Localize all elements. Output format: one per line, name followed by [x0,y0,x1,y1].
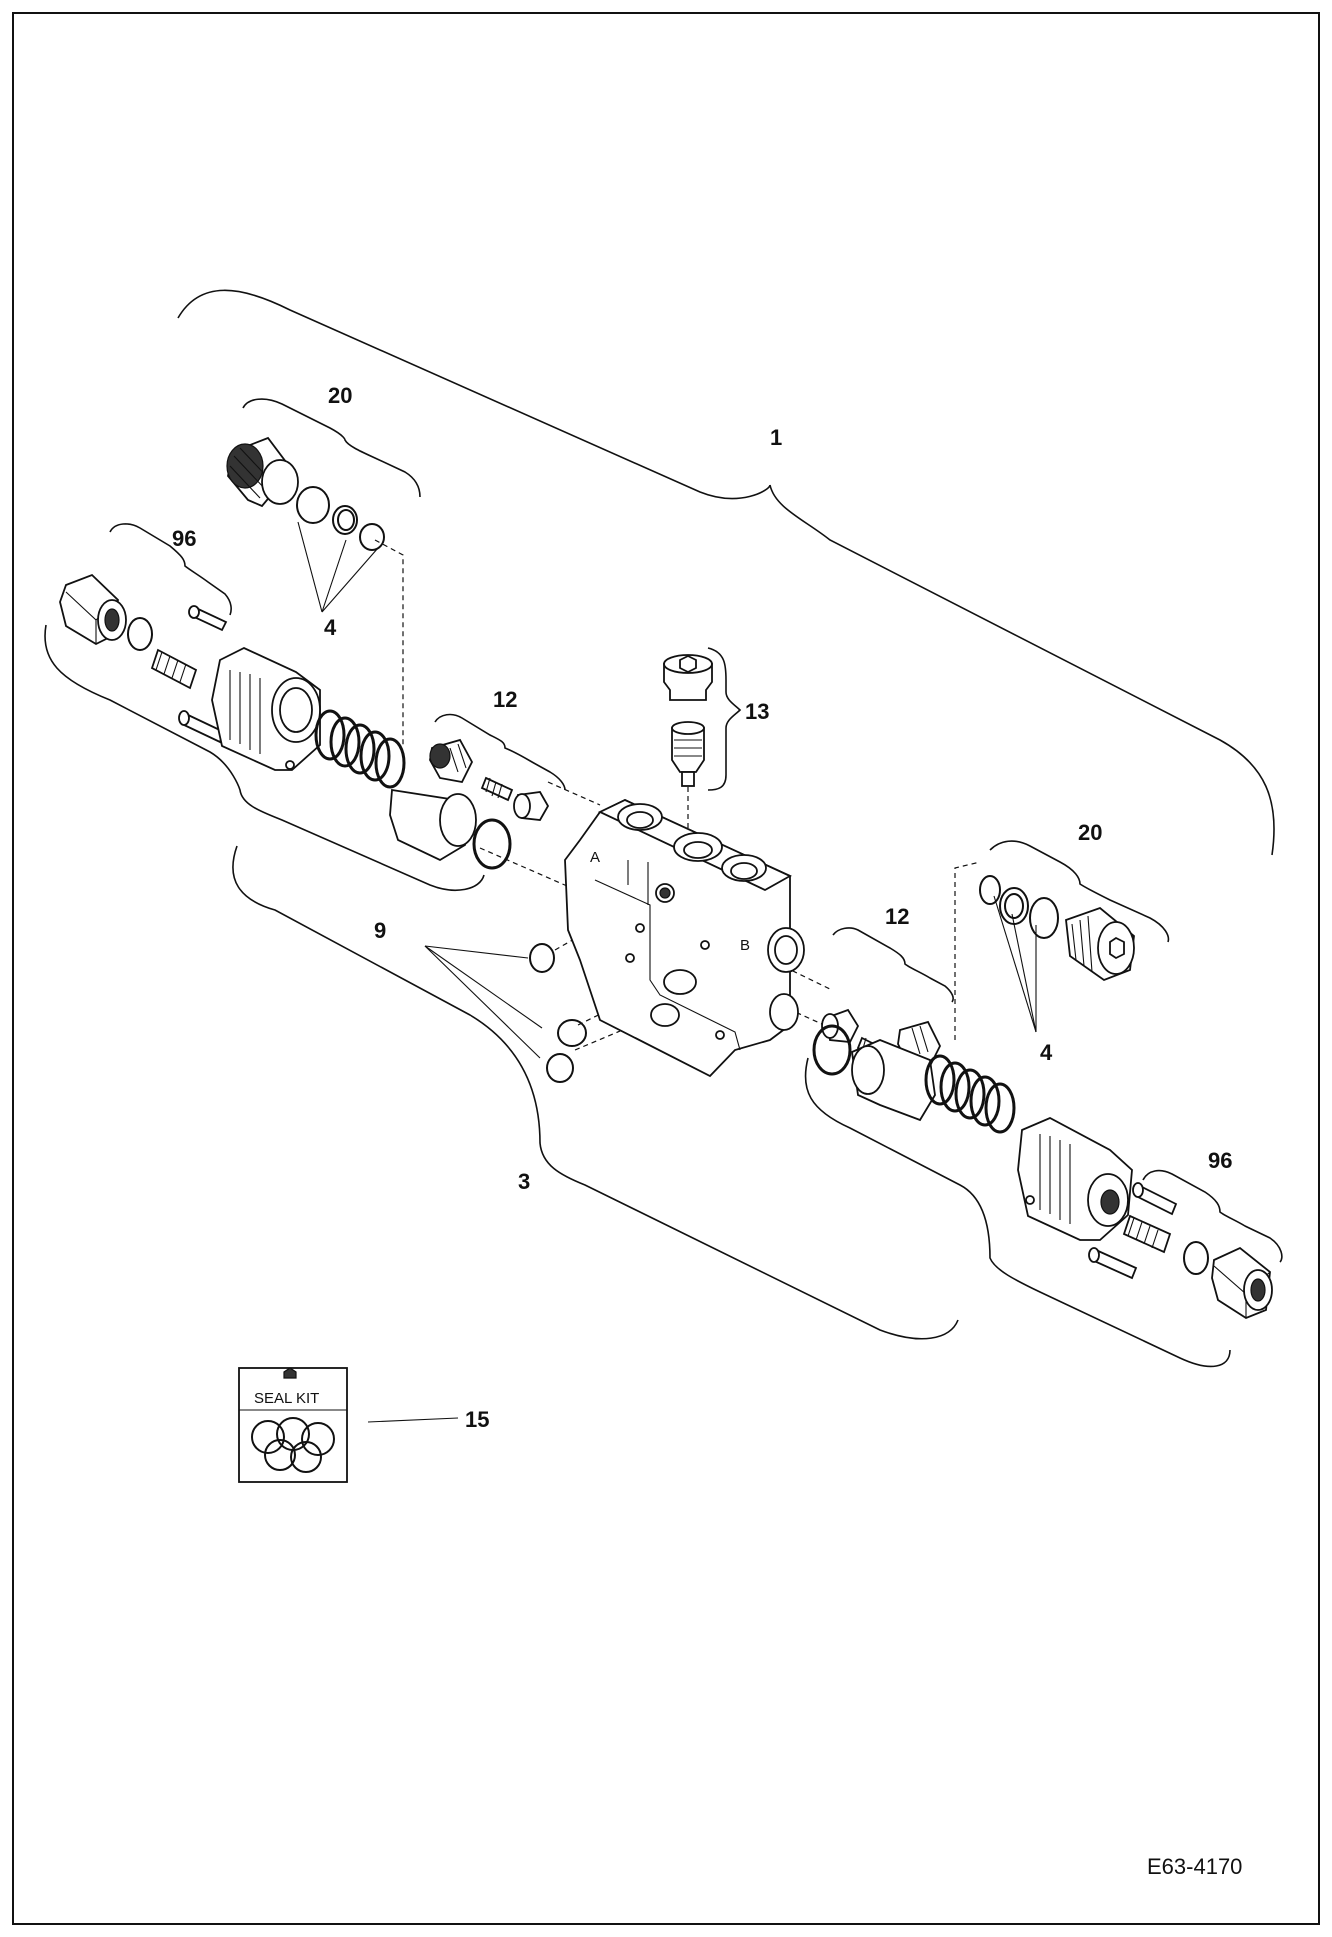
callout-96-left: 96 [172,526,196,551]
part-4-oring-right-3 [1004,893,1024,919]
part-9-oring-3 [546,1053,574,1083]
part-left-screw-bottom [178,710,226,744]
part-9-oring-2 [557,1019,587,1047]
callout-15: 15 [465,1407,489,1432]
part-left-housing [211,647,321,771]
brace-20-right [989,840,1170,943]
brace-96-left [109,523,232,616]
part-left-screw-top [188,605,228,632]
part-right-screw-bottom [1088,1247,1138,1280]
brace-96-right [1142,1169,1283,1263]
callout-12-left: 12 [493,687,517,712]
part-4-oring-left-4 [359,523,385,551]
part-right-spring-large [924,1054,1016,1134]
part-right-screw-top [1132,1182,1178,1216]
part-96-right-oring [1183,1241,1209,1275]
part-right-large-oring [812,1024,852,1076]
part-left-spring-small [150,648,198,690]
part-4-oring-right-2 [999,887,1029,925]
part-right-housing [1017,1117,1133,1241]
part-right-spool [851,1039,936,1122]
leaders-9 [424,945,543,1059]
brace-right-lower [804,1057,1231,1368]
callout-96-right: 96 [1208,1148,1232,1173]
part-96-left-cap [59,573,127,646]
callout-13: 13 [745,699,769,724]
part-96-right-cap [1211,1246,1273,1320]
part-4-oring-right-1 [979,875,1001,905]
part-4-oring-right-4 [1029,897,1059,939]
part-left-spring-large [314,709,406,789]
brace-13 [707,647,742,791]
part-4-oring-left-2 [332,505,358,535]
callout-1: 1 [770,425,782,450]
port-mark-a: A [590,849,600,866]
brace-12-left [434,713,566,791]
dash-line-left-checkvalve [547,781,601,806]
callout-9: 9 [374,918,386,943]
part-left-large-oring [472,818,512,870]
part-9-oring-1 [529,943,555,973]
part-12-left-poppet [513,791,550,821]
brace-3 [232,845,959,1340]
part-4-oring-left-3 [337,509,355,531]
brace-12-right [832,927,954,1003]
part-right-spring-small [1122,1214,1172,1254]
port-mark-b: B [740,937,750,954]
part-left-spool [389,788,477,862]
callout-20-left: 20 [328,383,352,408]
part-13-plug [663,654,713,787]
part-12-left-spring [480,776,514,802]
callout-3: 3 [518,1169,530,1194]
brace-left-lower [44,624,485,891]
callout-4-right: 4 [1040,1040,1053,1065]
callout-20-right: 20 [1078,820,1102,845]
part-12-left-seat [429,738,474,784]
brace-20-left [242,398,421,498]
part-20-right-plug [1065,906,1135,982]
leaders-4-left [297,521,379,613]
leaders-4-right [993,895,1037,1033]
drawing-number: E63-4170 [1147,1854,1242,1879]
part-96-left-oring [127,617,153,651]
callout-4-top: 4 [324,615,337,640]
seal-kit-package: SEAL KIT [238,1367,348,1483]
part-4-oring-left-1 [296,486,330,524]
callout-12-right: 12 [885,904,909,929]
part-20-left-plug [226,436,299,508]
brace-1 [177,289,1275,856]
seal-kit-label: SEAL KIT [254,1390,319,1407]
dash-line-left-check [374,539,404,745]
valve-body: A B [564,799,805,1078]
dash-line-right-check [954,861,981,1040]
leader-15 [367,1417,459,1423]
drawing-border [12,12,1320,1925]
